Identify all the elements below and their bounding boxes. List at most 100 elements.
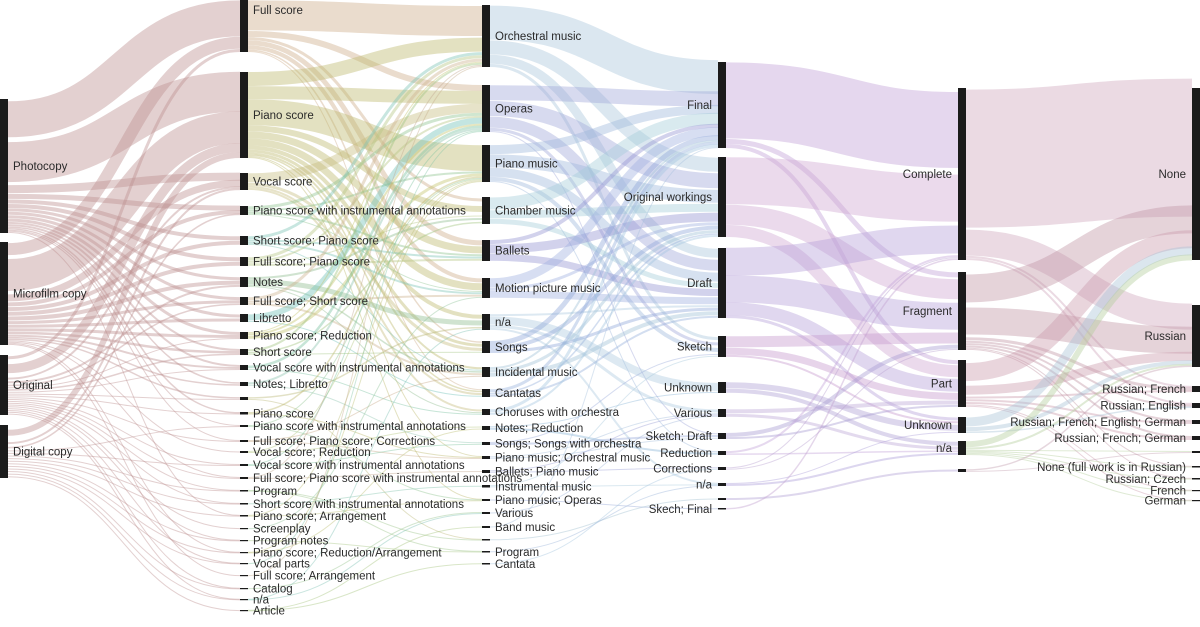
sankey-node-notes-reduction[interactable] [482, 426, 490, 430]
sankey-node-piano-music-orchestral-music[interactable] [482, 456, 490, 459]
sankey-node-cantatas[interactable] [482, 389, 490, 397]
sankey-node-none[interactable] [1192, 88, 1200, 260]
sankey-node-short-score[interactable] [240, 349, 248, 355]
sankey-node-full-score-arrangement[interactable] [240, 575, 248, 577]
sankey-node-program[interactable] [482, 551, 490, 553]
sankey-node-vocal-parts[interactable] [240, 563, 248, 565]
sankey-node-final[interactable] [718, 62, 726, 148]
sankey-node-vocal-score-reduction[interactable] [240, 451, 248, 453]
sankey-node-label: Piano score with instrumental annotation… [253, 206, 466, 218]
sankey-node-full-score-piano-score-with-instrumental-annotations[interactable] [240, 477, 248, 479]
sankey-node-original[interactable] [0, 355, 8, 415]
sankey-node-n-a[interactable] [240, 599, 248, 601]
sankey-node-unlabeled[interactable] [482, 539, 490, 541]
sankey-node-songs[interactable] [482, 341, 490, 353]
sankey-node-chamber-music[interactable] [482, 197, 490, 224]
sankey-node-label: Songs [495, 342, 528, 354]
sankey-node-program[interactable] [240, 490, 248, 492]
sankey-link [489, 391, 719, 428]
sankey-node-russian[interactable] [1192, 305, 1200, 367]
sankey-node-catalog[interactable] [240, 588, 248, 590]
sankey-link [7, 303, 241, 387]
sankey-node-screenplay[interactable] [240, 528, 248, 530]
sankey-node-libretto[interactable] [240, 314, 248, 322]
sankey-link [247, 490, 483, 552]
sankey-node-sketch[interactable] [718, 336, 726, 357]
sankey-node-unlabeled[interactable] [958, 469, 966, 472]
sankey-node-notes-libretto[interactable] [240, 382, 248, 386]
sankey-node-piano-score-with-instrumental-annotations[interactable] [240, 425, 248, 427]
sankey-node-article[interactable] [240, 610, 248, 612]
sankey-node-piano-music-operas[interactable] [482, 499, 490, 501]
sankey-node-piano-score-with-instrumental-annotations[interactable] [240, 206, 248, 215]
sankey-node-piano-score-arrangement[interactable] [240, 515, 248, 517]
sankey-node-piano-music[interactable] [482, 145, 490, 182]
sankey-node-orchestral-music[interactable] [482, 5, 490, 67]
sankey-node-full-score[interactable] [240, 0, 248, 52]
sankey-node-n-a[interactable] [718, 483, 726, 486]
sankey-node-n-a[interactable] [958, 441, 966, 455]
sankey-link [7, 211, 241, 301]
sankey-node-motion-picture-music[interactable] [482, 278, 490, 298]
sankey-link [247, 398, 483, 540]
sankey-node-none-full-work-is-in-russian[interactable] [1192, 466, 1200, 468]
sankey-node-full-score-piano-score[interactable] [240, 257, 248, 266]
sankey-node-french[interactable] [1192, 490, 1200, 492]
sankey-node-german[interactable] [1192, 500, 1200, 502]
sankey-node-notes[interactable] [240, 277, 248, 287]
sankey-node-incidental-music[interactable] [482, 367, 490, 377]
sankey-node-piano-score-reduction-arrangement[interactable] [240, 552, 248, 554]
sankey-node-piano-score[interactable] [240, 412, 248, 415]
sankey-node-vocal-score-with-instrumental-annotations[interactable] [240, 365, 248, 370]
sankey-node-russian-french-english-german[interactable] [1192, 420, 1200, 424]
sankey-node-fragment[interactable] [958, 272, 966, 350]
sankey-node-draft[interactable] [718, 248, 726, 318]
sankey-node-russian-french-german[interactable] [1192, 436, 1200, 440]
sankey-node-choruses-with-orchestra[interactable] [482, 409, 490, 415]
sankey-node-vocal-score-with-instrumental-annotations[interactable] [240, 464, 248, 466]
sankey-node-unknown[interactable] [958, 417, 966, 433]
sankey-node-part[interactable] [958, 360, 966, 407]
sankey-node-n-a[interactable] [482, 314, 490, 330]
sankey-node-original-workings[interactable] [718, 157, 726, 237]
sankey-node-ballets[interactable] [482, 240, 490, 261]
sankey-node-songs-songs-with-orchestra[interactable] [482, 442, 490, 445]
sankey-node-russian-french[interactable] [1192, 386, 1200, 392]
sankey-link [7, 188, 241, 445]
sankey-node-cantata[interactable] [482, 563, 490, 565]
sankey-node-band-music[interactable] [482, 526, 490, 528]
sankey-node-short-score-piano-score[interactable] [240, 236, 248, 245]
sankey-link [965, 365, 1193, 471]
sankey-node-sketch-draft[interactable] [718, 433, 726, 439]
sankey-node-piano-score-reduction[interactable] [240, 332, 248, 339]
sankey-node-unknown[interactable] [718, 382, 726, 393]
sankey-node-digital-copy[interactable] [0, 425, 8, 478]
sankey-link [725, 302, 959, 392]
sankey-link [247, 171, 483, 212]
sankey-node-full-score-short-score[interactable] [240, 297, 248, 305]
sankey-node-microfilm-copy[interactable] [0, 242, 8, 345]
sankey-node-piano-score[interactable] [240, 72, 248, 158]
sankey-node-russian-english[interactable] [1192, 403, 1200, 408]
sankey-node-ballets-piano-music[interactable] [482, 470, 490, 473]
sankey-node-complete[interactable] [958, 88, 966, 260]
sankey-node-operas[interactable] [482, 85, 490, 132]
sankey-node-unlabeled[interactable] [718, 498, 726, 500]
sankey-node-photocopy[interactable] [0, 99, 8, 233]
sankey-node-program-notes[interactable] [240, 540, 248, 542]
sankey-node-full-score-piano-score-corrections[interactable] [240, 440, 248, 442]
sankey-node-corrections[interactable] [718, 467, 726, 470]
sankey-node-various[interactable] [718, 409, 726, 417]
sankey-node-instrumental-music[interactable] [482, 485, 490, 488]
sankey-link [965, 347, 1193, 467]
sankey-node-russian-czech[interactable] [1192, 478, 1200, 480]
sankey-node-various[interactable] [482, 512, 490, 514]
sankey-node-unlabeled[interactable] [1192, 451, 1200, 453]
sankey-node-short-score-with-instrumental-annotations[interactable] [240, 503, 248, 505]
sankey-node-vocal-score[interactable] [240, 173, 248, 190]
sankey-node-unlabeled[interactable] [240, 397, 248, 400]
sankey-link [247, 40, 483, 246]
sankey-node-reduction[interactable] [718, 451, 726, 455]
sankey-link [489, 54, 719, 258]
sankey-node-skech-final[interactable] [718, 508, 726, 510]
